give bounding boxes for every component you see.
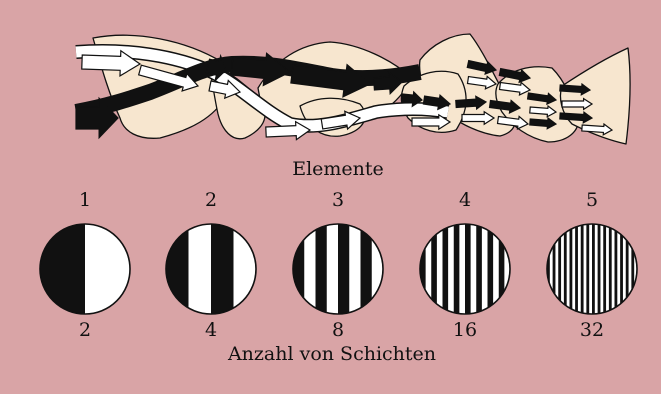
black-layer <box>338 224 349 314</box>
element-number: 4 <box>459 189 471 211</box>
element-number: 2 <box>205 189 217 211</box>
cross-section-4: 4 16 <box>420 189 510 341</box>
layer-count: 32 <box>580 319 604 341</box>
black-layer <box>575 224 578 314</box>
cross-section-5: 5 32 <box>547 189 637 341</box>
black-layer <box>316 224 327 314</box>
black-layer <box>570 224 573 314</box>
black-layer <box>598 224 601 314</box>
layers-caption: Anzahl von Schichten <box>227 343 436 365</box>
element-number: 3 <box>332 189 344 211</box>
black-layer <box>420 224 426 314</box>
element-number: 1 <box>79 189 91 211</box>
black-layer <box>631 224 634 314</box>
cross-section-1: 12 <box>40 189 130 341</box>
black-layer <box>211 224 234 314</box>
element-number: 5 <box>586 189 598 211</box>
layer-count: 2 <box>79 319 91 341</box>
black-layer <box>581 224 584 314</box>
black-layer <box>166 224 189 314</box>
layer-count: 4 <box>205 319 217 341</box>
black-layer <box>586 224 589 314</box>
black-layer <box>454 224 460 314</box>
black-layer <box>626 224 629 314</box>
black-layer <box>564 224 567 314</box>
mixer-caption: Elemente <box>292 158 384 180</box>
black-layer <box>465 224 471 314</box>
black-layer <box>603 224 606 314</box>
black-layer <box>476 224 482 314</box>
black-layer <box>592 224 595 314</box>
black-layer <box>499 224 505 314</box>
cross-section-2: 24 <box>166 189 256 341</box>
cross-section-3: 38 <box>293 189 383 341</box>
black-layer <box>443 224 449 314</box>
layer-count: 16 <box>453 319 477 341</box>
black-layer <box>293 224 304 314</box>
black-layer <box>553 224 556 314</box>
black-layer <box>609 224 612 314</box>
black-layer <box>615 224 618 314</box>
black-layer <box>620 224 623 314</box>
black-layer <box>488 224 494 314</box>
black-layer <box>40 224 85 314</box>
layer-count: 8 <box>332 319 344 341</box>
